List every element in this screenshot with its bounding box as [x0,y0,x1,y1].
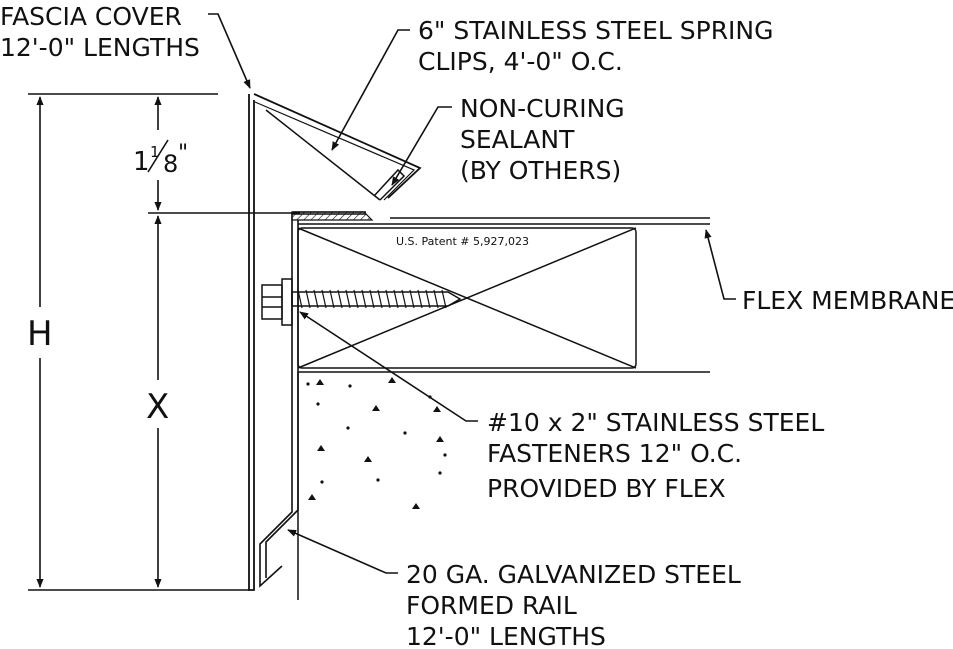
spring-clip [265,109,406,201]
leader-rail [287,529,398,574]
callout-sealant: NON-CURING SEALANT (BY OTHERS) [460,94,625,185]
fascia-face [248,94,255,591]
fastener [261,278,462,326]
callout-fasteners: #10 x 2" STAINLESS STEEL FASTENERS 12" O… [487,408,824,503]
frac-numerator: 1 [150,143,160,161]
callout-line: FASTENERS 12" O.C. [487,439,742,468]
leaders [208,13,736,574]
fascia-top [253,93,422,199]
leader-fascia-cover [208,13,251,89]
callout-line: FORMED RAIL [406,591,577,620]
formed-rail [259,211,366,588]
sealant-bead [291,211,374,221]
callout-line: 12'-0" LENGTHS [0,33,200,62]
frac-unit: " [178,141,188,166]
dimension-h [28,93,250,591]
callout-line: FASCIA COVER [0,2,182,31]
callout-line: CLIPS, 4'-0" O.C. [418,47,623,76]
fastener-head [261,284,283,320]
dim-label-cover-projection: 1 1 8 " [133,139,188,178]
leader-spring-clips [331,29,410,151]
frac-bar [147,139,169,173]
fastener-shank [291,291,462,307]
dimension-cover-projection [148,96,300,214]
callout-line: 6" STAINLESS STEEL SPRING [418,16,774,45]
callout-rail: 20 GA. GALVANIZED STEEL FORMED RAIL 12'-… [406,560,741,649]
frac-denominator: 8 [163,150,178,178]
fastener-threads [297,289,447,309]
fastener-washer [281,278,293,326]
concrete-stipple [306,377,447,509]
callout-flex-membrane: FLEX MEMBRANE [742,286,953,315]
callout-line: 20 GA. GALVANIZED STEEL [406,560,741,589]
leader-flex-membrane [704,229,736,300]
dim-label-h: H [27,314,53,354]
callout-line: 12'-0" LENGTHS [406,622,606,649]
callout-line: SEALANT [460,125,575,154]
fascia-cover [248,93,422,591]
callout-line: (BY OTHERS) [460,156,621,185]
callout-line: #10 x 2" STAINLESS STEEL [487,408,824,437]
wood-nailer [297,227,637,369]
patent-note: U.S. Patent # 5,927,023 [396,235,529,248]
callout-line: NON-CURING [460,94,625,123]
callout-spring-clips: 6" STAINLESS STEEL SPRING CLIPS, 4'-0" O… [418,16,774,76]
nailer-cross-2 [297,227,637,369]
callout-line: FLEX MEMBRANE [742,286,953,315]
leader-fasteners [299,311,478,422]
callout-line: PROVIDED BY FLEX [487,474,726,503]
callout-fascia-cover: FASCIA COVER 12'-0" LENGTHS [0,2,200,62]
dim-label-x: X [146,387,169,427]
frac-whole: 1 [133,147,150,177]
leader-sealant [391,106,452,186]
